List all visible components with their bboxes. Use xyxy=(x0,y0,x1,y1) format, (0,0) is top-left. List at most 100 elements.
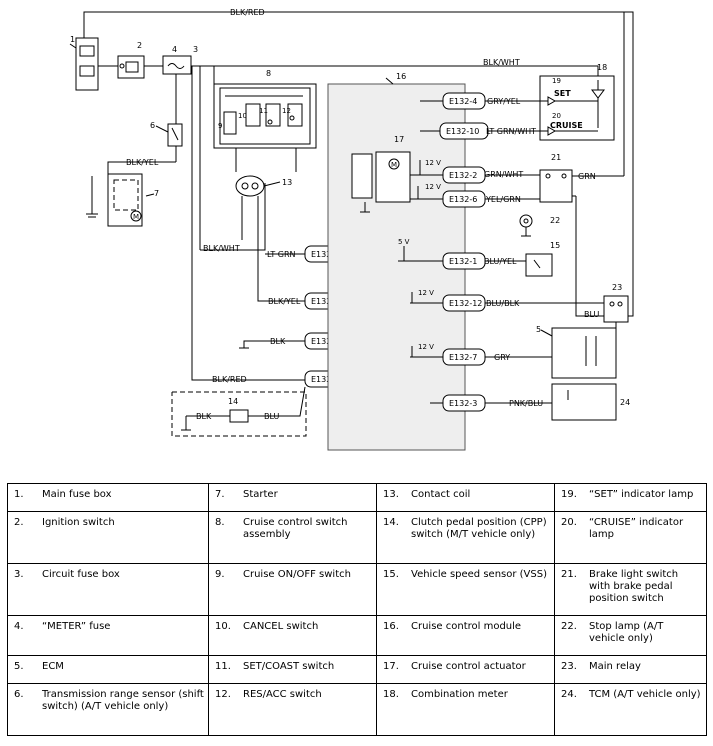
legend-label: ECM xyxy=(42,661,64,672)
legend-cell: 1. Main fuse box xyxy=(7,483,209,512)
legend-number: 9. xyxy=(215,569,225,580)
legend-label: Brake light switch with brake pedal posi… xyxy=(589,569,679,604)
legend-label: Main fuse box xyxy=(42,489,112,500)
starter: M 7 xyxy=(86,173,159,227)
legend-cell: 5.ECM xyxy=(7,655,209,684)
legend-cell: 12.RES/ACC switch xyxy=(208,683,377,736)
wiring-diagram: 1 2 4 3 6 M 7 BLK/YEL BLK/WHT BLK/RED BL… xyxy=(69,8,634,451)
svg-text:5: 5 xyxy=(536,325,541,334)
legend-cell: 21.Brake light switch with brake pedal p… xyxy=(554,563,707,616)
svg-text:M: M xyxy=(391,161,397,169)
tcm: 24 xyxy=(551,383,630,421)
legend-number: 17. xyxy=(383,661,399,672)
svg-text:12 V: 12 V xyxy=(425,183,441,191)
legend-number: 19. xyxy=(561,489,577,500)
legend-number: 11. xyxy=(215,661,231,672)
svg-text:2: 2 xyxy=(137,41,142,50)
legend-cell: 22.Stop lamp (A/T vehicle only) xyxy=(554,615,707,656)
circuit-fuse-box: 4 3 xyxy=(162,45,198,75)
svg-text:GRN: GRN xyxy=(578,172,596,181)
svg-text:17: 17 xyxy=(394,135,404,144)
svg-text:20: 20 xyxy=(552,112,561,120)
legend-number: 16. xyxy=(383,621,399,632)
svg-text:15: 15 xyxy=(550,241,560,250)
svg-text:BLK/RED: BLK/RED xyxy=(212,375,247,384)
legend-cell: 8.Cruise control switch assembly xyxy=(208,511,377,564)
legend-label: SET/COAST switch xyxy=(243,661,335,672)
svg-text:BLK: BLK xyxy=(196,412,212,421)
legend-number: 23. xyxy=(561,661,577,672)
svg-text:E132-2: E132-2 xyxy=(449,171,477,180)
svg-text:CRUISE: CRUISE xyxy=(550,121,583,130)
combination-meter: 18 19 SET 20 CRUISE xyxy=(539,63,615,141)
wire-blk-wht-top: BLK/WHT xyxy=(483,58,520,67)
svg-text:8: 8 xyxy=(266,69,271,78)
svg-text:3: 3 xyxy=(193,45,198,54)
wire-blk-red-top: BLK/RED xyxy=(230,8,265,17)
legend-number: 6. xyxy=(14,689,24,700)
svg-text:YEL/GRN: YEL/GRN xyxy=(485,195,521,204)
svg-text:14: 14 xyxy=(228,397,238,406)
power-wiring xyxy=(83,11,634,317)
svg-text:9: 9 xyxy=(218,122,222,130)
svg-text:18: 18 xyxy=(597,63,607,72)
svg-text:GRY/YEL: GRY/YEL xyxy=(487,97,521,106)
legend-label: Vehicle speed sensor (VSS) xyxy=(411,569,547,580)
svg-text:PNK/BLU: PNK/BLU xyxy=(509,399,543,408)
brake-light-switch: 21 GRN xyxy=(539,12,625,317)
clutch-pedal-position-switch: BLK 14 BLU xyxy=(171,386,307,437)
svg-text:11: 11 xyxy=(259,107,268,115)
right-connectors: E132-4 GRY/YEL E132-10 LT GRN/WHT E132-2… xyxy=(398,92,604,412)
svg-text:E132-1: E132-1 xyxy=(449,257,477,266)
stop-lamp: 22 xyxy=(519,214,560,237)
legend-label: Circuit fuse box xyxy=(42,569,120,580)
svg-text:4: 4 xyxy=(172,45,177,54)
legend-label: Main relay xyxy=(589,661,641,672)
svg-text:6: 6 xyxy=(150,121,155,130)
svg-text:BLU/BLK: BLU/BLK xyxy=(486,299,520,308)
legend-cell: 13. Contact coil xyxy=(376,483,555,512)
legend-label: RES/ACC switch xyxy=(243,689,322,700)
legend-label: Contact coil xyxy=(411,489,471,500)
legend-number: 14. xyxy=(383,517,399,528)
svg-text:12: 12 xyxy=(282,107,291,115)
vehicle-speed-sensor: 15 xyxy=(525,241,560,277)
svg-text:M: M xyxy=(133,213,139,221)
legend-label: “METER” fuse xyxy=(42,621,111,632)
svg-text:5 V: 5 V xyxy=(398,238,410,246)
cruise-control-switch-assembly: 8 9 10 11 12 xyxy=(213,69,317,172)
svg-text:E132-4: E132-4 xyxy=(449,97,477,106)
legend-cell: 23. Main relay xyxy=(554,655,707,684)
svg-text:BLK/YEL: BLK/YEL xyxy=(268,297,301,306)
svg-text:12 V: 12 V xyxy=(425,159,441,167)
legend-number: 13. xyxy=(383,489,399,500)
svg-text:LT GRN: LT GRN xyxy=(267,250,296,259)
wire-blk-yel-left: BLK/YEL xyxy=(126,158,159,167)
legend-label: “SET” indicator lamp xyxy=(589,489,694,500)
svg-text:12 V: 12 V xyxy=(418,289,434,297)
svg-text:24: 24 xyxy=(620,398,630,407)
svg-text:7: 7 xyxy=(154,189,159,198)
svg-text:E132-7: E132-7 xyxy=(449,353,477,362)
legend-label: Cruise control switch assembly xyxy=(243,517,348,540)
legend-cell: 7.Starter xyxy=(208,483,377,512)
legend-number: 2. xyxy=(14,517,24,528)
legend-cell: 10.CANCEL switch xyxy=(208,615,377,656)
svg-text:SET: SET xyxy=(554,89,571,98)
legend-number: 1. xyxy=(14,489,24,500)
legend-cell: 24.TCM (A/T vehicle only) xyxy=(554,683,707,736)
svg-text:BLK: BLK xyxy=(270,337,286,346)
legend-number: 10. xyxy=(215,621,231,632)
svg-text:E132-9: E132-9 xyxy=(311,375,339,384)
legend-label: Transmission range sensor (shift switch)… xyxy=(42,689,204,712)
legend-cell: 17.Cruise control actuator xyxy=(376,655,555,684)
legend-number: 15. xyxy=(383,569,399,580)
main-fuse-box: 1 xyxy=(69,35,99,91)
legend-label: Ignition switch xyxy=(42,517,115,528)
svg-text:23: 23 xyxy=(612,283,622,292)
wire-blk-wht-left: BLK/WHT xyxy=(203,244,240,253)
svg-text:E132-3: E132-3 xyxy=(449,399,477,408)
legend-number: 24. xyxy=(561,689,577,700)
cruise-control-actuator: M 17 xyxy=(351,135,411,213)
svg-text:BLU/YEL: BLU/YEL xyxy=(484,257,517,266)
